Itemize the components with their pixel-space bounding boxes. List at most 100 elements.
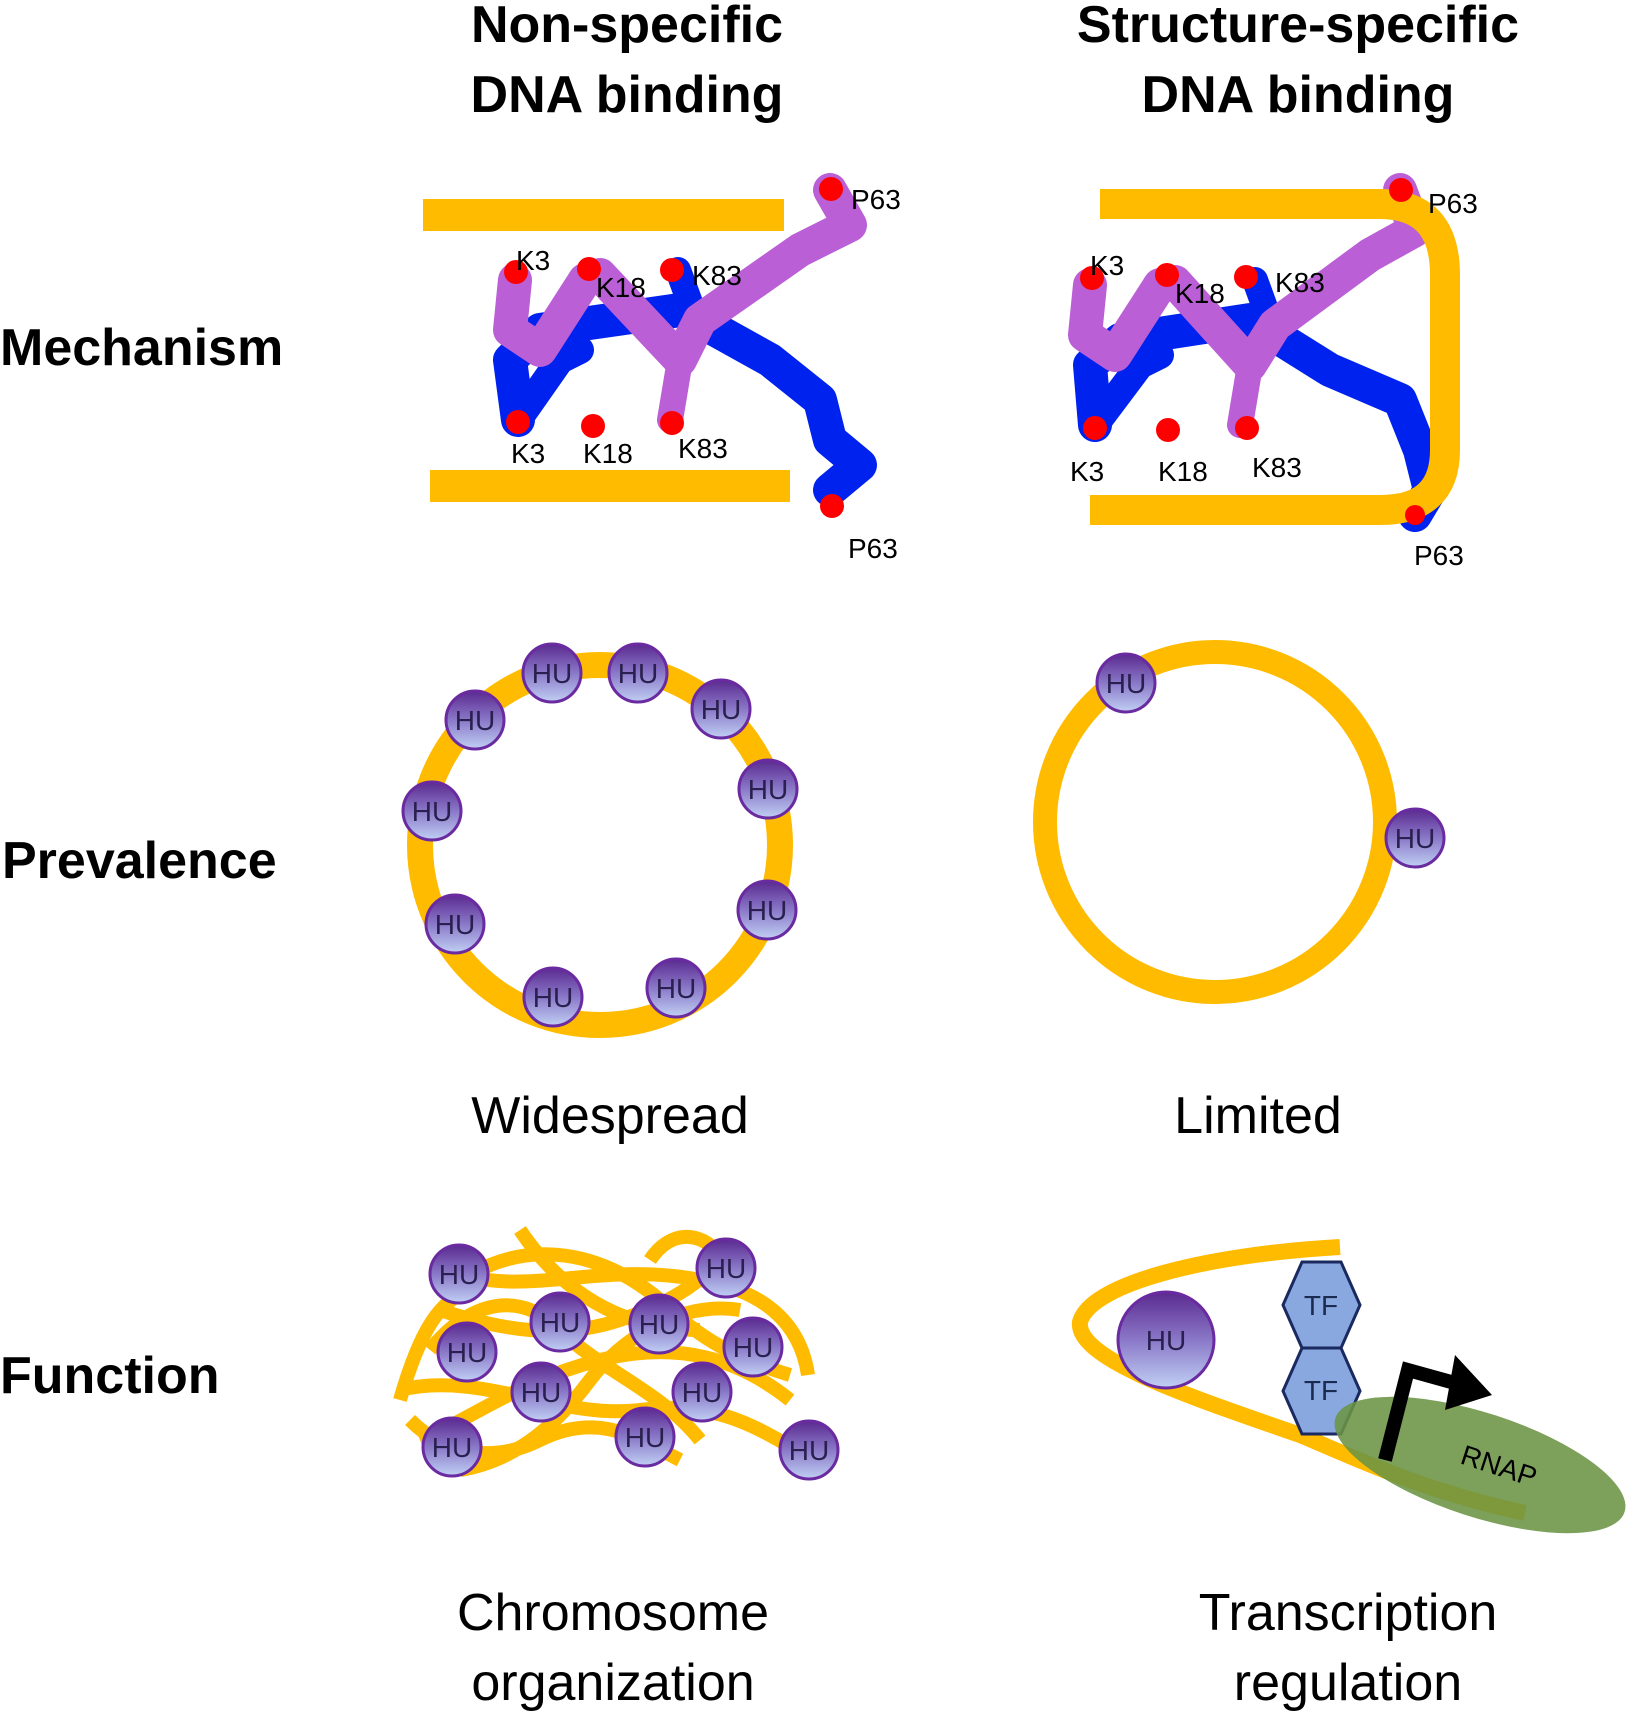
caption-function-right-line1: Transcription — [1199, 1584, 1498, 1642]
residue-label-k83: K83 — [692, 260, 742, 291]
residue-marker — [660, 258, 684, 282]
hu-label: HU — [455, 705, 495, 736]
hu-protein: HU — [722, 1316, 784, 1378]
left-header-line2: DNA binding — [471, 66, 784, 124]
hu-label: HU — [435, 909, 475, 940]
hu-protein: HU — [607, 642, 669, 704]
residue-marker — [1405, 505, 1425, 525]
hu-dimer-purple-arm — [1068, 173, 1432, 438]
hu-label: HU — [706, 1253, 746, 1284]
residue-label-k83: K83 — [678, 433, 728, 464]
hu-label: HU — [701, 694, 741, 725]
residue-marker — [820, 494, 844, 518]
hu-protein: HU — [421, 1416, 483, 1478]
hu-label: HU — [432, 1432, 472, 1463]
mechanism-structure-specific: K3 K18 K83 P63 K3 K18 K83 P63 — [1068, 173, 1478, 571]
hu-protein: HU — [522, 966, 584, 1028]
hu-protein: HU — [1384, 807, 1446, 869]
residue-marker — [1155, 263, 1179, 287]
residue-label-k3: K3 — [516, 245, 550, 276]
caption-widespread: Widespread — [471, 1087, 748, 1145]
hu-label: HU — [532, 658, 572, 689]
hu-dimer-purple-arm — [493, 173, 867, 433]
row-label-prevalence: Prevalence — [2, 832, 277, 890]
residue-label-k18: K18 — [1175, 278, 1225, 309]
hu-label: HU — [1395, 823, 1435, 854]
hu-label: HU — [656, 973, 696, 1004]
residue-marker — [1080, 266, 1104, 290]
hu-label: HU — [1106, 668, 1146, 699]
residue-marker — [819, 177, 843, 201]
hu-label: HU — [439, 1259, 479, 1290]
residue-label-k18: K18 — [583, 438, 633, 469]
caption-function-left-line1: Chromosome — [457, 1584, 769, 1642]
hu-protein: HU — [690, 678, 752, 740]
hu-protein: HU — [436, 1321, 498, 1383]
promoter-arrow — [1378, 1355, 1492, 1462]
residue-label-k18: K18 — [596, 272, 646, 303]
residue-marker — [581, 414, 605, 438]
hu-protein: HU — [424, 893, 486, 955]
residue-marker — [1234, 265, 1258, 289]
hu-label: HU — [639, 1309, 679, 1340]
hu-protein: HU — [671, 1361, 733, 1423]
left-header-line1: Non-specific — [471, 0, 783, 54]
hu-protein: HU — [529, 1291, 591, 1353]
hu-label: HU — [540, 1307, 580, 1338]
hu-protein: HU — [1116, 1290, 1216, 1390]
hu-label: HU — [625, 1422, 665, 1453]
rnap-polymerase: RNAP — [1334, 1396, 1626, 1534]
hu-protein: HU — [510, 1361, 572, 1423]
hu-protein: HU — [614, 1406, 676, 1468]
hu-protein: HU — [778, 1419, 840, 1481]
residue-marker — [1083, 416, 1107, 440]
hu-protein: HU — [695, 1237, 757, 1299]
tf-label: TF — [1304, 1375, 1338, 1406]
hu-protein: HU — [428, 1243, 490, 1305]
circular-chromosome — [1033, 640, 1397, 1004]
residue-marker — [660, 411, 684, 435]
residue-label-p63: P63 — [1428, 188, 1478, 219]
residue-label-k83: K83 — [1275, 267, 1325, 298]
right-header-line2: DNA binding — [1142, 66, 1455, 124]
hu-label: HU — [447, 1337, 487, 1368]
row-label-mechanism: Mechanism — [0, 319, 283, 377]
hu-protein: HU — [645, 957, 707, 1019]
hu-protein: HU — [736, 879, 798, 941]
hu-protein: HU — [737, 758, 799, 820]
hu-protein: HU — [628, 1293, 690, 1355]
hu-protein: HU — [521, 642, 583, 704]
hu-label: HU — [748, 774, 788, 805]
residue-marker — [504, 260, 528, 284]
function-chromosome-organization: HU HU HU HU HU HU HU HU HU HU HU Chromos… — [393, 1226, 840, 1712]
hu-label: HU — [747, 895, 787, 926]
caption-limited: Limited — [1174, 1087, 1342, 1145]
residue-label-k3: K3 — [511, 438, 545, 469]
hu-label: HU — [733, 1332, 773, 1363]
residue-label-p63: P63 — [1414, 540, 1464, 571]
row-label-function: Function — [0, 1347, 220, 1405]
hu-label: HU — [1146, 1325, 1186, 1356]
residue-label-k3: K3 — [1090, 250, 1124, 281]
residue-label-k3: K3 — [1070, 456, 1104, 487]
hu-label: HU — [533, 982, 573, 1013]
right-header-line1: Structure-specific — [1077, 0, 1519, 54]
hu-protein: HU — [1095, 652, 1157, 714]
caption-function-left-line2: organization — [471, 1654, 754, 1712]
prevalence-limited: HU HU Limited — [1033, 640, 1446, 1145]
dna-bent-strand — [1090, 189, 1460, 525]
residue-marker — [1235, 416, 1259, 440]
hu-label: HU — [521, 1377, 561, 1408]
hu-label: HU — [789, 1435, 829, 1466]
hu-label: HU — [412, 796, 452, 827]
tf-label: TF — [1304, 1290, 1338, 1321]
residue-label-p63: P63 — [851, 184, 901, 215]
hu-label: HU — [682, 1377, 722, 1408]
caption-function-right-line2: regulation — [1234, 1654, 1462, 1712]
residue-marker — [577, 257, 601, 281]
residue-label-p63: P63 — [848, 533, 898, 564]
residue-marker — [1156, 418, 1180, 442]
circular-chromosome — [407, 652, 793, 1038]
